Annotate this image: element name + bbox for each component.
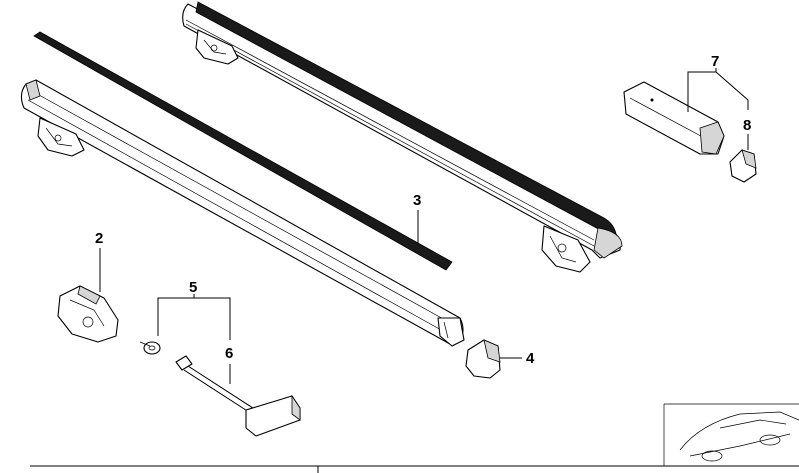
- front-foot-left: [37, 117, 85, 157]
- callout-3: 3: [413, 192, 421, 209]
- clamp-foot: [57, 285, 119, 343]
- rear-crossbar: [182, 1, 623, 259]
- key-tool: [175, 355, 301, 437]
- front-crossbar: [20, 79, 465, 347]
- small-end-cap: [729, 149, 757, 183]
- callout-6: 6: [225, 345, 233, 362]
- callout-5: 5: [189, 279, 197, 296]
- vehicle-thumbnail: [663, 403, 799, 466]
- callout-4: 4: [526, 350, 535, 367]
- callout-2: 2: [95, 230, 103, 247]
- rear-foot-right: [541, 225, 591, 273]
- leader-7: [687, 71, 749, 112]
- callout-8: 8: [743, 117, 751, 134]
- rear-foot-left: [195, 29, 239, 65]
- plug: [139, 341, 161, 355]
- accessory-rail: [623, 81, 725, 155]
- callout-7: 7: [711, 53, 719, 70]
- end-cap: [465, 339, 501, 379]
- rubber-strip: [33, 31, 453, 271]
- leader-5: [157, 297, 231, 340]
